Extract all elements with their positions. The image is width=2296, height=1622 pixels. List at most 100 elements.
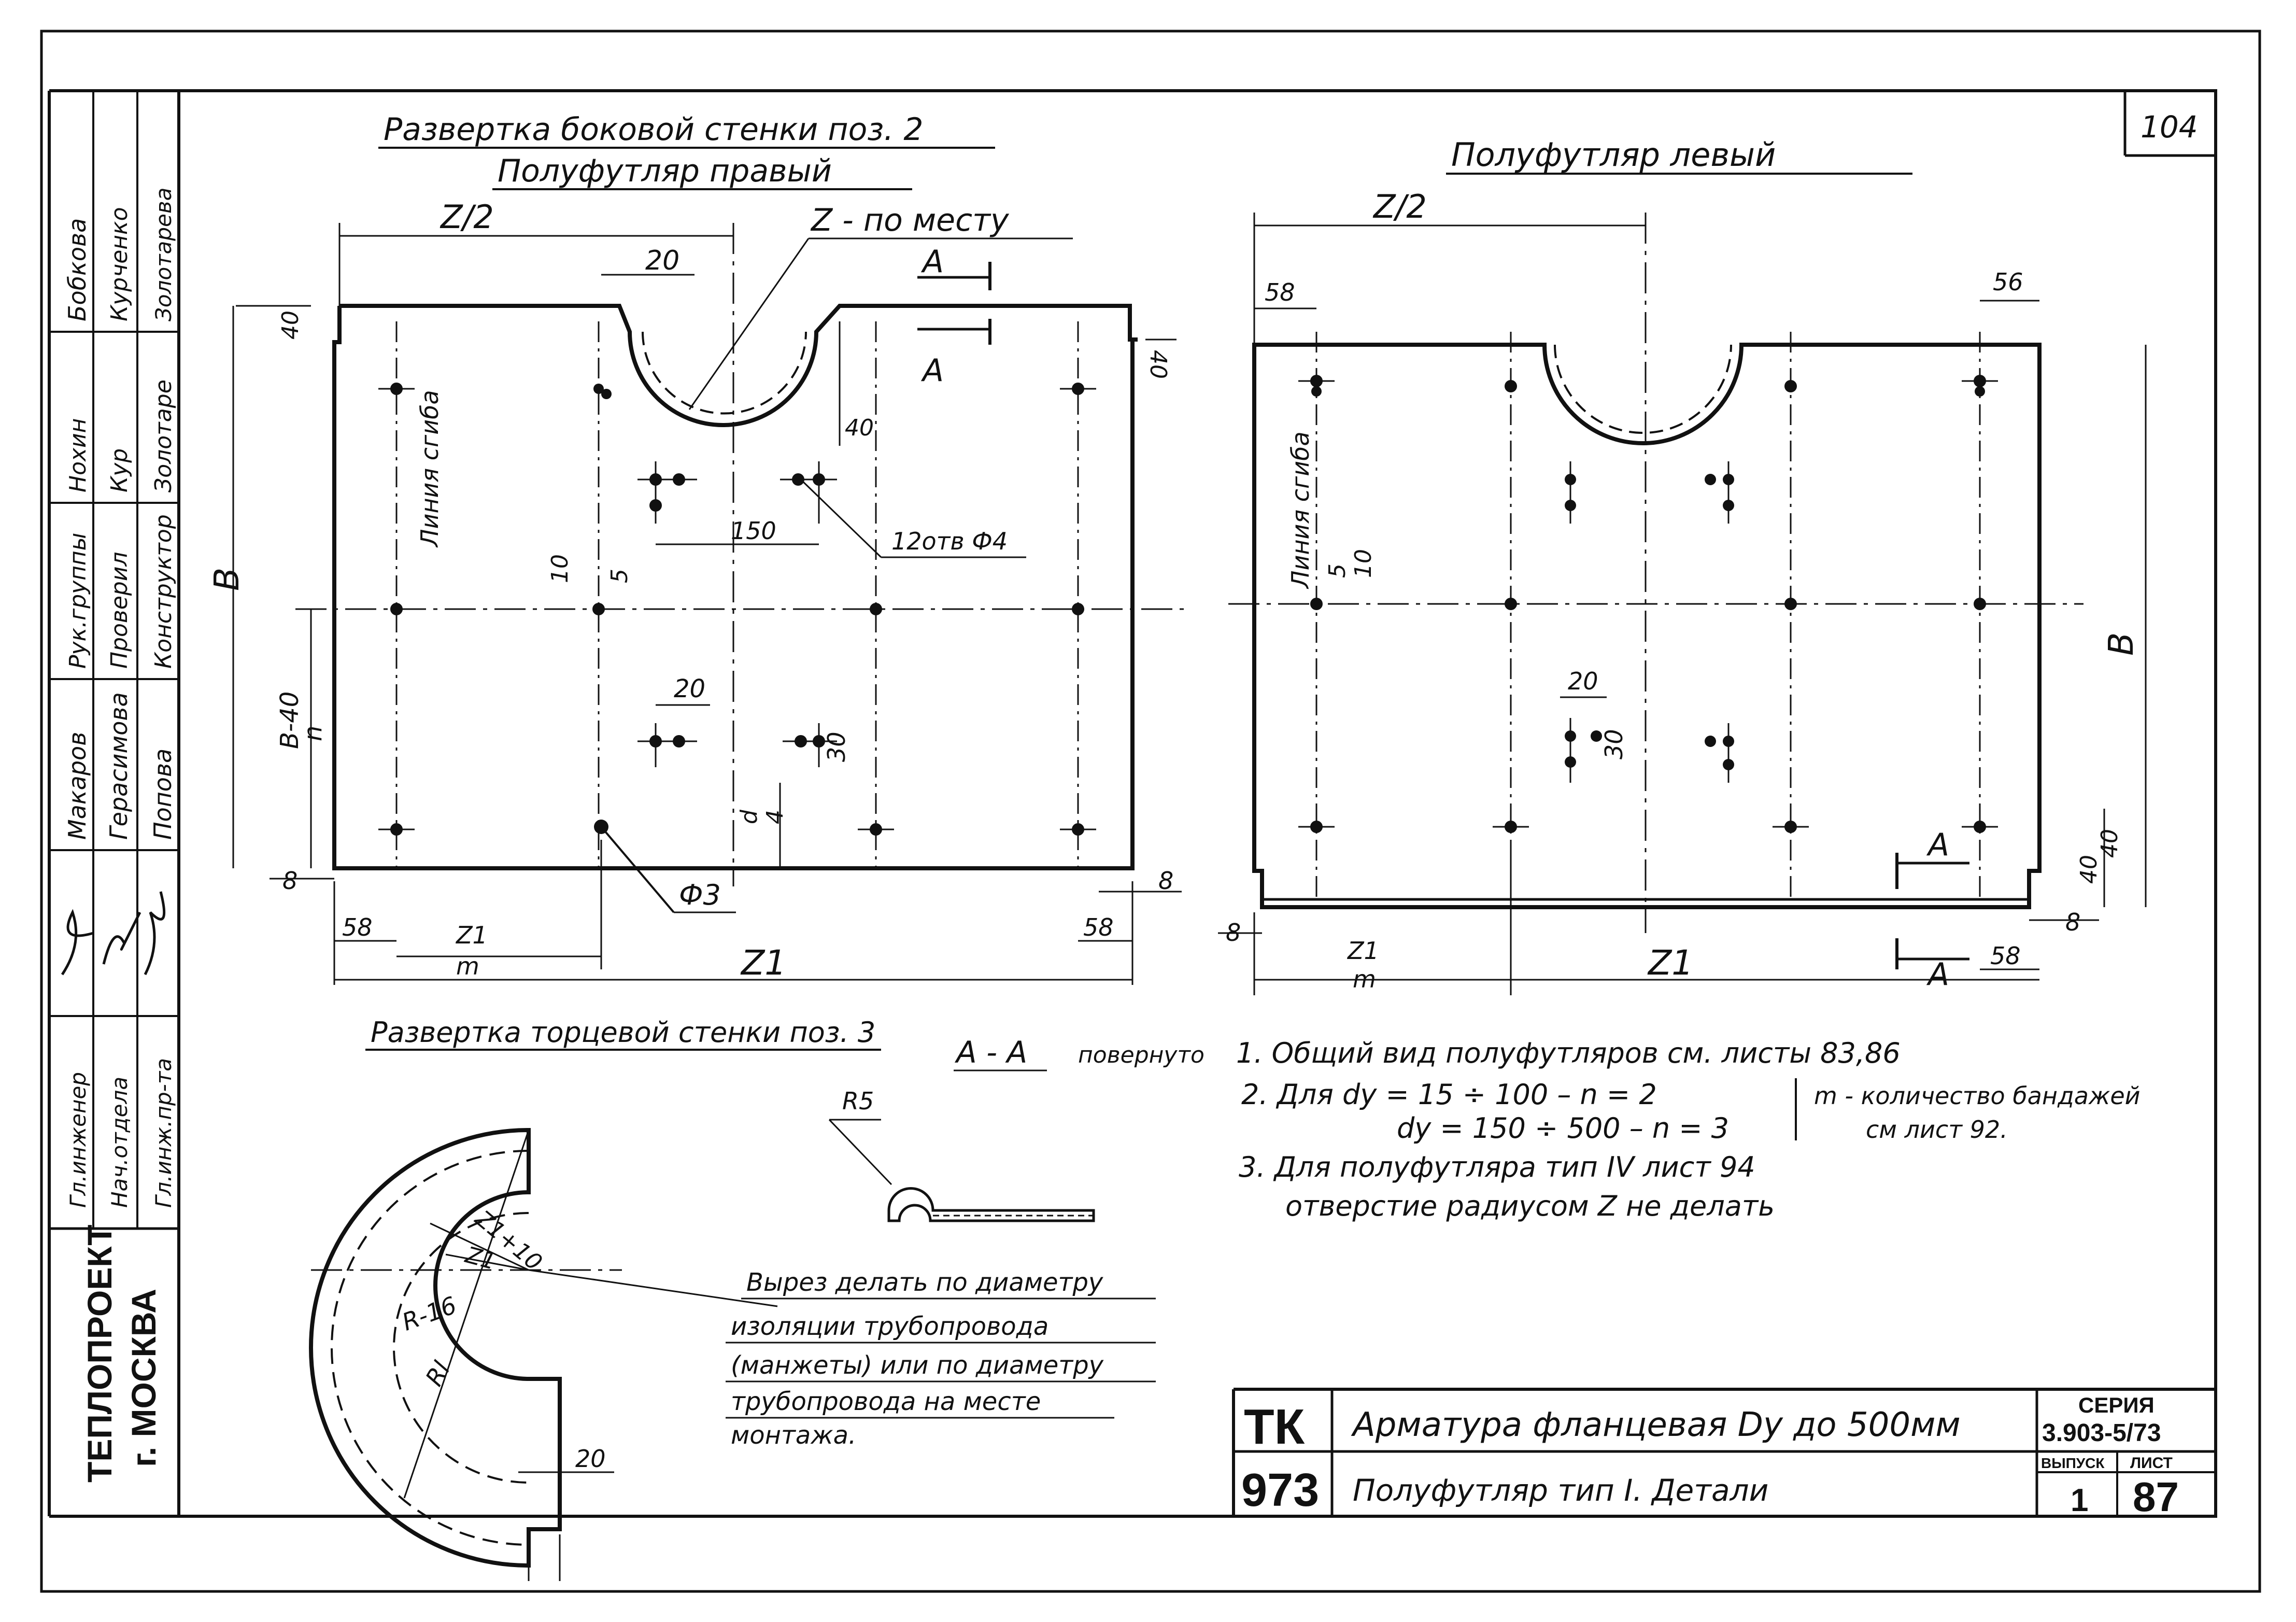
sheet-number: 104 <box>2141 109 2198 145</box>
right-dim-20: 20 <box>1568 667 1598 695</box>
right-section-mark-top: А <box>1926 827 1949 863</box>
left-dim-8-left: 8 <box>282 867 297 895</box>
stamp-role-b2: Проверил <box>106 552 133 669</box>
side-stamp: Гл.инженер Нач.отдела Гл.инж.пр-та Макар… <box>49 91 179 1483</box>
left-bend-line: Линия сгиба <box>416 390 444 548</box>
right-dim-40b: 40 <box>2096 829 2123 858</box>
right-dim-height: В <box>2101 632 2141 656</box>
left-dim-d4-num: d <box>736 809 762 824</box>
left-dim-58-left: 58 <box>342 913 373 941</box>
tb-tk: ТК <box>1244 1399 1305 1455</box>
left-dim-30: 30 <box>823 731 851 762</box>
left-title-main: Развертка боковой стенки поз. 2 <box>384 111 924 148</box>
left-dim-pitch-num: В-40 <box>275 692 304 749</box>
right-panel-outline <box>1252 343 2042 909</box>
org-city: г. МОСКВА <box>124 1289 163 1467</box>
outer-frame <box>40 30 2261 1593</box>
left-section-mark-a1: А <box>920 244 944 280</box>
cut-note-line-1: Вырез делать по диаметру <box>746 1268 1103 1297</box>
left-holes-note: 12отв Ф4 <box>891 527 1008 555</box>
note-2c: m - количество бандажей <box>1814 1082 2141 1110</box>
section-rotated: повернуто <box>1078 1042 1204 1068</box>
stamp-sign-c1: Нохин <box>65 418 91 492</box>
left-dim-40-cut: 40 <box>845 415 874 441</box>
tb-code: 973 <box>1241 1464 1319 1516</box>
left-panel: Развертка боковой стенки поз. 2 Полуфутл… <box>207 111 1187 985</box>
note-3b: отверстие радиусом Z не делать <box>1285 1190 1775 1222</box>
stamp-name-a1: Макаров <box>63 732 91 840</box>
note-1: 1. Общий вид полуфутляров см. листы 83,8… <box>1236 1037 1901 1069</box>
note-2b: dy = 150 ÷ 500 – n = 3 <box>1397 1112 1729 1145</box>
right-dim-56: 56 <box>1993 268 2023 296</box>
right-dim-58-bottom: 58 <box>1990 942 2021 970</box>
right-dim-total: Z1 <box>1647 943 1693 983</box>
stamp-name-a3: Попова <box>149 749 177 840</box>
left-dim-10: 10 <box>547 554 573 583</box>
right-dim-10: 10 <box>1350 549 1377 578</box>
stamp-name-a2: Герасимова <box>105 692 133 840</box>
left-dim-40: 40 <box>277 311 304 340</box>
cut-note: Вырез делать по диаметру изоляции трубоп… <box>726 1268 1156 1450</box>
left-dim-phi3: Ф3 <box>679 879 721 911</box>
right-dim-58: 58 <box>1265 278 1295 306</box>
right-bend-line: Линия сгиба <box>1286 431 1314 589</box>
left-dim-150: 150 <box>731 517 776 545</box>
left-dim-z1m-num: Z1 <box>455 921 488 949</box>
left-dim-58-right: 58 <box>1083 913 1114 941</box>
tb-series-label: СЕРИЯ <box>2078 1393 2155 1417</box>
cut-note-line-2: изоляции трубопровода <box>731 1312 1048 1341</box>
left-dim-20-top: 20 <box>645 245 679 276</box>
end-wall-dim-20: 20 <box>575 1445 606 1473</box>
note-2a: 2. Для dy = 15 ÷ 100 – n = 2 <box>1241 1078 1657 1111</box>
note-3a: 3. Для полуфутляра тип IV лист 94 <box>1239 1151 1755 1183</box>
right-title: Полуфутляр левый <box>1451 136 1776 174</box>
inner-frame <box>177 89 2217 1518</box>
right-dim-5: 5 <box>1324 563 1351 578</box>
end-wall-view: Развертка торцевой стенки поз. 3 Z1+10 Z… <box>309 1016 1156 1581</box>
tb-series-value: 3.903-5/73 <box>2042 1419 2161 1447</box>
left-dim-total: Z1 <box>740 943 786 983</box>
right-dim-z1m-num: Z1 <box>1347 937 1379 965</box>
stamp-role-b3: Конструктор <box>150 514 177 669</box>
left-dim-height: В <box>207 568 247 591</box>
tb-issue-label: ВЫПУСК <box>2041 1455 2105 1471</box>
cut-note-line-5: монтажа. <box>731 1421 856 1450</box>
stamp-role-2: Нач.отдела <box>107 1077 132 1208</box>
right-dim-30: 30 <box>1600 729 1628 759</box>
right-dim-half: Z/2 <box>1372 188 1427 225</box>
left-dim-5: 5 <box>606 569 633 583</box>
org-name: ТЕПЛОПРОЕКТ <box>80 1224 119 1483</box>
stamp-role-1: Гл.инженер <box>65 1072 91 1208</box>
tb-name: Арматура фланцевая Dy до 500мм <box>1351 1406 1961 1444</box>
section-view: А - А повернуто R5 <box>828 1035 1204 1222</box>
left-dim-pitch-den: n <box>299 726 328 741</box>
section-radius: R5 <box>842 1087 874 1115</box>
right-section-mark-bottom: А <box>1926 956 1949 993</box>
end-wall-title: Развертка торцевой стенки поз. 3 <box>371 1016 875 1049</box>
left-dim-z1m-den: m <box>456 952 479 980</box>
right-dim-8-right: 8 <box>2065 908 2080 936</box>
end-wall-outline <box>309 1127 562 1568</box>
signature-mark <box>61 891 166 976</box>
stamp-sign-c2: Кур <box>106 448 133 492</box>
end-wall-dim-r16: R-16 <box>399 1291 460 1336</box>
tb-issue-value: 1 <box>2071 1483 2088 1518</box>
note-2d: см лист 92. <box>1866 1116 2008 1144</box>
title-block: ТК 973 Арматура фланцевая Dy до 500мм По… <box>1232 1388 2216 1520</box>
notes: 1. Общий вид полуфутляров см. листы 83,8… <box>1236 1037 2141 1222</box>
left-dim-half: Z/2 <box>440 198 494 236</box>
tb-subtitle: Полуфутляр тип I. Детали <box>1353 1473 1768 1508</box>
left-dim-d4-den: 4 <box>762 810 788 824</box>
stamp-role-b1: Рук.группы <box>65 533 91 669</box>
stamp-name-d2: Курченко <box>106 207 133 321</box>
left-title-sub: Полуфутляр правый <box>498 153 832 189</box>
right-panel: Полуфутляр левый Z/2 58 56 Линия сгиба <box>1218 136 2147 995</box>
stamp-role-3: Гл.инж.пр-та <box>151 1058 176 1208</box>
stamp-sign-c3: Золотаре <box>150 379 177 492</box>
section-title: А - А <box>954 1035 1027 1070</box>
right-dim-40a: 40 <box>2076 855 2102 884</box>
cut-note-line-3: (манжеты) или по диаметру <box>731 1351 1104 1380</box>
left-panel-outline <box>332 304 1138 870</box>
left-dim-8-right: 8 <box>1158 867 1173 895</box>
